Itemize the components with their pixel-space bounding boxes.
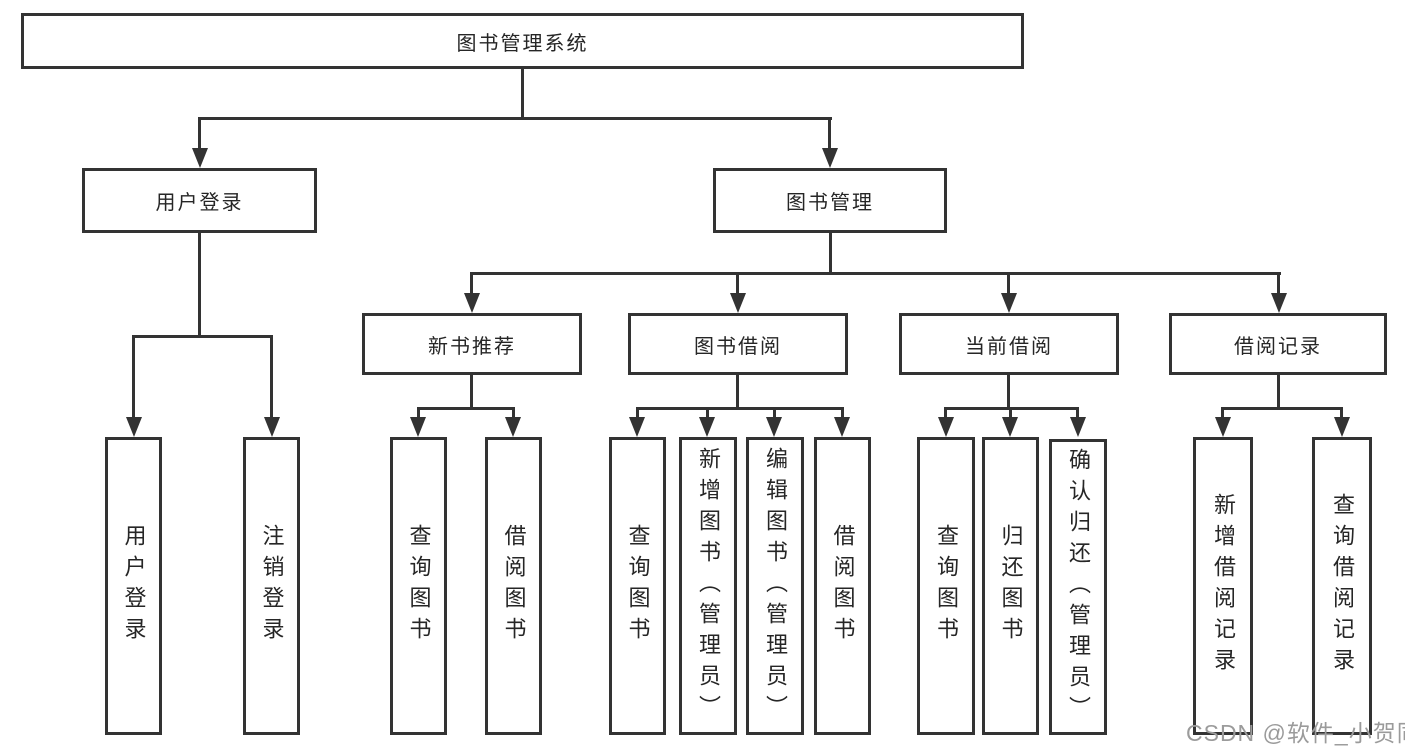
node-label: 借阅图书 bbox=[501, 524, 527, 648]
connector-line bbox=[944, 407, 947, 421]
connector-line bbox=[828, 117, 831, 151]
leaf-query-books-current: 查询图书 bbox=[917, 437, 975, 735]
arrow-down-icon bbox=[1070, 417, 1086, 437]
connector-line bbox=[1222, 407, 1343, 410]
connector-line bbox=[1340, 407, 1343, 421]
connector-line bbox=[829, 233, 832, 272]
arrow-down-icon bbox=[464, 293, 480, 313]
connector-line bbox=[1277, 272, 1280, 295]
node-label: 注销登录 bbox=[259, 524, 285, 648]
node-current-borrowing: 当前借阅 bbox=[899, 313, 1119, 375]
leaf-query-books-recommend: 查询图书 bbox=[390, 437, 447, 735]
node-borrowing-records: 借阅记录 bbox=[1169, 313, 1387, 375]
connector-line bbox=[1221, 407, 1224, 421]
arrow-down-icon bbox=[192, 148, 208, 168]
arrow-down-icon bbox=[834, 417, 850, 437]
connector-line bbox=[636, 407, 844, 410]
node-label: 新增图书（管理员） bbox=[696, 446, 721, 726]
connector-line bbox=[1007, 272, 1010, 295]
connector-line bbox=[512, 407, 515, 421]
node-label: 用户登录 bbox=[155, 192, 244, 214]
arrow-down-icon bbox=[264, 417, 280, 437]
leaf-return-books: 归还图书 bbox=[982, 437, 1039, 735]
arrow-down-icon bbox=[1215, 417, 1231, 437]
connector-line bbox=[470, 272, 1281, 275]
connector-line bbox=[736, 375, 739, 408]
arrow-down-icon bbox=[1334, 417, 1350, 437]
node-label: 图书借阅 bbox=[694, 335, 782, 358]
node-label: 查询图书 bbox=[625, 524, 651, 648]
arrow-down-icon bbox=[505, 417, 521, 437]
arrow-down-icon bbox=[1002, 417, 1018, 437]
node-label: 当前借阅 bbox=[965, 335, 1053, 358]
leaf-add-borrow-record: 新增借阅记录 bbox=[1193, 437, 1253, 735]
node-book-borrowing: 图书借阅 bbox=[628, 313, 848, 375]
arrow-down-icon bbox=[1001, 293, 1017, 313]
arrow-down-icon bbox=[938, 417, 954, 437]
connector-line bbox=[1007, 375, 1010, 408]
node-new-book-recommendation: 新书推荐 bbox=[362, 313, 582, 375]
watermark: CSDN @软件_小贺同学 bbox=[1186, 720, 1405, 746]
leaf-edit-book-admin: 编辑图书（管理员） bbox=[746, 437, 804, 735]
arrow-down-icon bbox=[1271, 293, 1287, 313]
leaf-borrow-books-recommend: 借阅图书 bbox=[485, 437, 542, 735]
connector-line bbox=[773, 407, 776, 421]
node-label: 图书管理系统 bbox=[456, 32, 589, 55]
node-label: 新增借阅记录 bbox=[1211, 493, 1236, 679]
connector-line bbox=[1277, 375, 1280, 408]
connector-line bbox=[198, 233, 201, 335]
leaf-logout: 注销登录 bbox=[243, 437, 300, 735]
connector-line bbox=[470, 272, 473, 295]
connector-line bbox=[1009, 407, 1012, 421]
node-label: 图书管理 bbox=[786, 192, 874, 214]
node-label: 新书推荐 bbox=[428, 335, 516, 358]
leaf-query-borrow-record: 查询借阅记录 bbox=[1312, 437, 1372, 735]
connector-line bbox=[706, 407, 709, 421]
arrow-down-icon bbox=[629, 417, 645, 437]
node-user-login: 用户登录 bbox=[82, 168, 317, 233]
node-label: 用户登录 bbox=[121, 524, 147, 648]
node-label: 编辑图书（管理员） bbox=[763, 446, 788, 726]
connector-line bbox=[736, 272, 739, 295]
leaf-query-books-borrow: 查询图书 bbox=[609, 437, 666, 735]
connector-line bbox=[417, 407, 420, 421]
node-book-management: 图书管理 bbox=[713, 168, 947, 233]
connector-line bbox=[521, 69, 524, 117]
connector-line bbox=[841, 407, 844, 421]
leaf-add-book-admin: 新增图书（管理员） bbox=[679, 437, 737, 735]
connector-line bbox=[270, 335, 273, 419]
node-label: 查询借阅记录 bbox=[1330, 493, 1355, 679]
connector-line bbox=[198, 117, 201, 151]
connector-line bbox=[199, 117, 832, 120]
arrow-down-icon bbox=[126, 417, 142, 437]
connector-line bbox=[1076, 407, 1079, 421]
node-label: 确认归还（管理员） bbox=[1066, 447, 1091, 727]
connector-line bbox=[132, 335, 273, 338]
connector-line bbox=[417, 407, 515, 410]
connector-line bbox=[636, 407, 639, 421]
arrow-down-icon bbox=[822, 148, 838, 168]
leaf-user-login: 用户登录 bbox=[105, 437, 162, 735]
leaf-confirm-return-admin: 确认归还（管理员） bbox=[1049, 439, 1107, 735]
arrow-down-icon bbox=[766, 417, 782, 437]
node-label: 借阅记录 bbox=[1234, 335, 1322, 358]
arrow-down-icon bbox=[410, 417, 426, 437]
connector-line bbox=[132, 335, 135, 419]
leaf-borrow-books: 借阅图书 bbox=[814, 437, 871, 735]
arrow-down-icon bbox=[730, 293, 746, 313]
node-label: 借阅图书 bbox=[830, 524, 856, 648]
node-system-root: 图书管理系统 bbox=[21, 13, 1024, 69]
node-label: 查询图书 bbox=[934, 524, 959, 648]
node-label: 查询图书 bbox=[406, 524, 432, 648]
node-label: 归还图书 bbox=[998, 524, 1024, 648]
arrow-down-icon bbox=[699, 417, 715, 437]
connector-line bbox=[470, 375, 473, 408]
